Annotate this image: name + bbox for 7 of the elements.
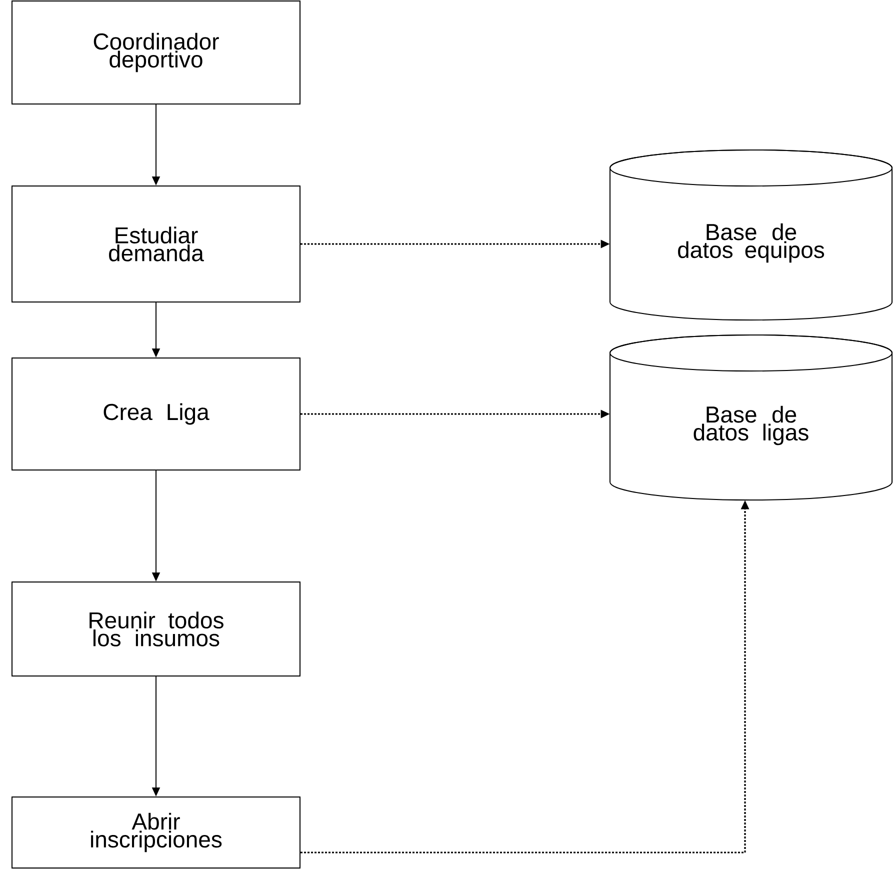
process-box: Estudiar demanda bbox=[12, 186, 300, 302]
process-box: Crea Liga bbox=[12, 358, 300, 470]
process-box: Reunir todos los insumos bbox=[12, 582, 300, 676]
database-cylinder: Base de datos ligas bbox=[610, 334, 893, 500]
database-cylinder: Base de datos equipos bbox=[610, 149, 893, 320]
process-box: Coordinador deportivo bbox=[12, 0, 300, 104]
process-box: Abrir inscripciones bbox=[12, 796, 300, 868]
